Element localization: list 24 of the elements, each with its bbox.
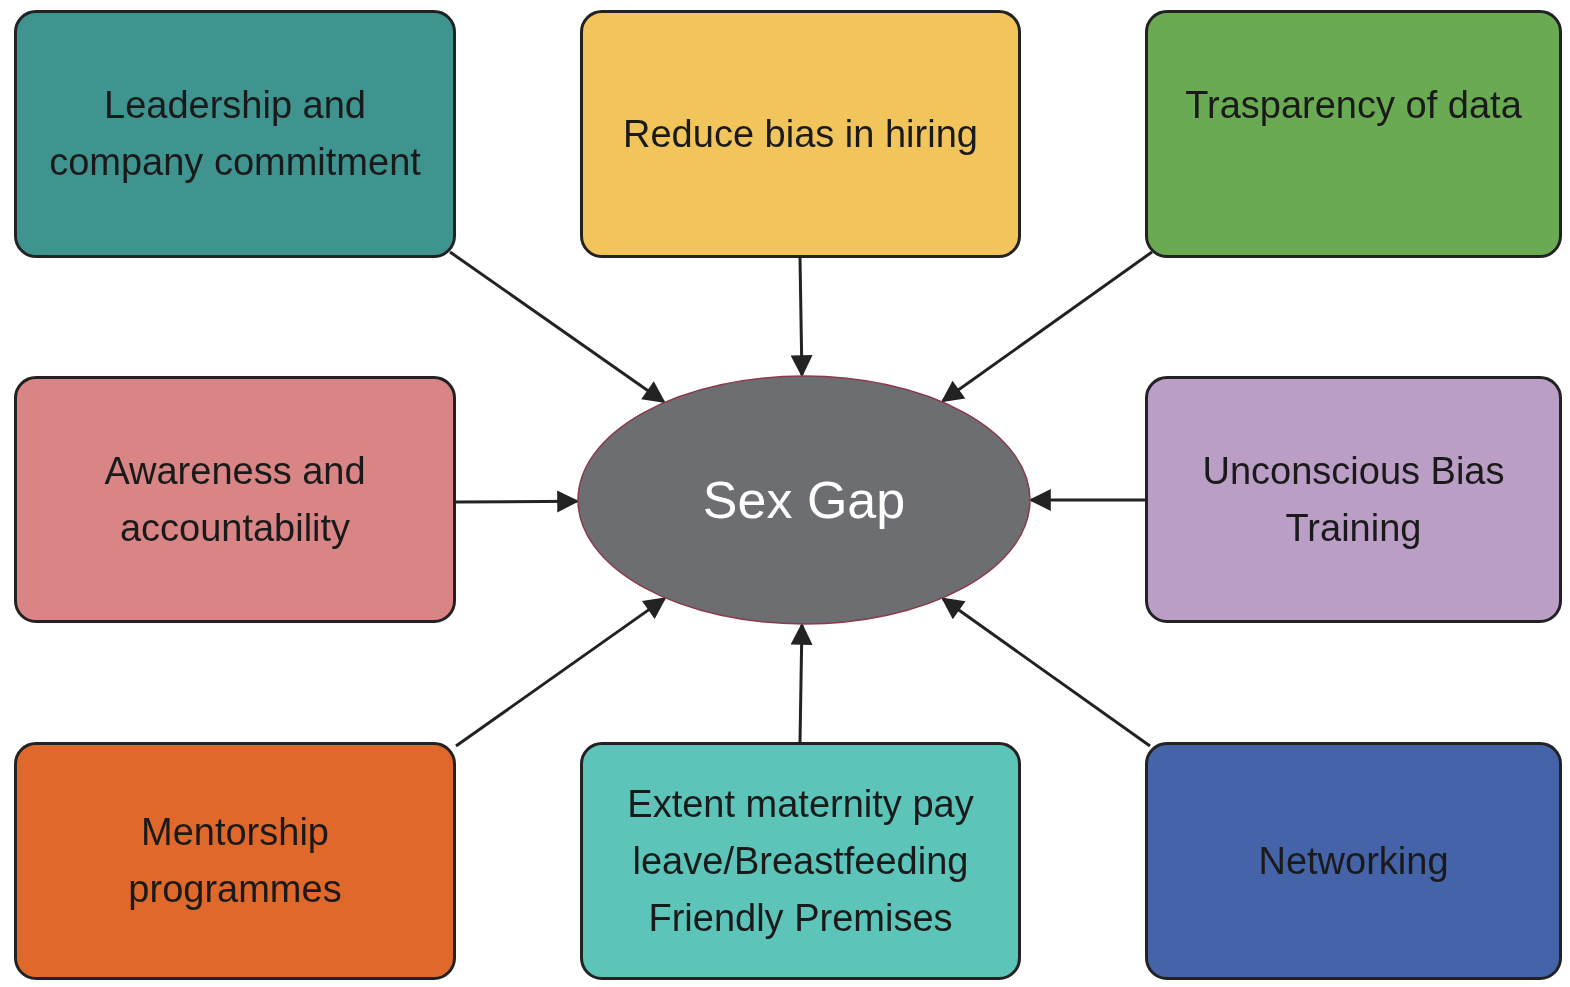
category-box: [1145, 10, 1562, 258]
category-box: [1145, 376, 1562, 623]
box-label: Leadership and company commitment: [48, 83, 422, 185]
category-box: [14, 742, 456, 980]
arrow: [455, 597, 667, 748]
category-box: [580, 10, 1021, 258]
category-box: [14, 376, 456, 623]
arrow: [790, 622, 813, 743]
arrow: [941, 597, 1151, 748]
center-label: Sex Gap: [702, 470, 906, 530]
category-box: [1145, 742, 1562, 980]
arrow: [790, 257, 813, 378]
box-label: Extent maternity pay leave/Breastfeeding Friendly Premises: [626, 781, 975, 941]
box-label: Awareness and accountability: [103, 448, 367, 551]
arrow: [449, 250, 666, 403]
box-label: Reduce bias in hiring: [623, 111, 978, 157]
box-label: Networking: [1258, 838, 1449, 884]
box-label: Unconscious Bias Training: [1201, 448, 1506, 551]
category-box: [580, 742, 1021, 980]
arrow: [941, 250, 1153, 403]
category-box: [14, 10, 456, 258]
center-ellipse: [577, 375, 1031, 625]
box-label: Mentorship programmes: [127, 810, 343, 912]
box-label: Trasparency of data: [1185, 83, 1522, 128]
